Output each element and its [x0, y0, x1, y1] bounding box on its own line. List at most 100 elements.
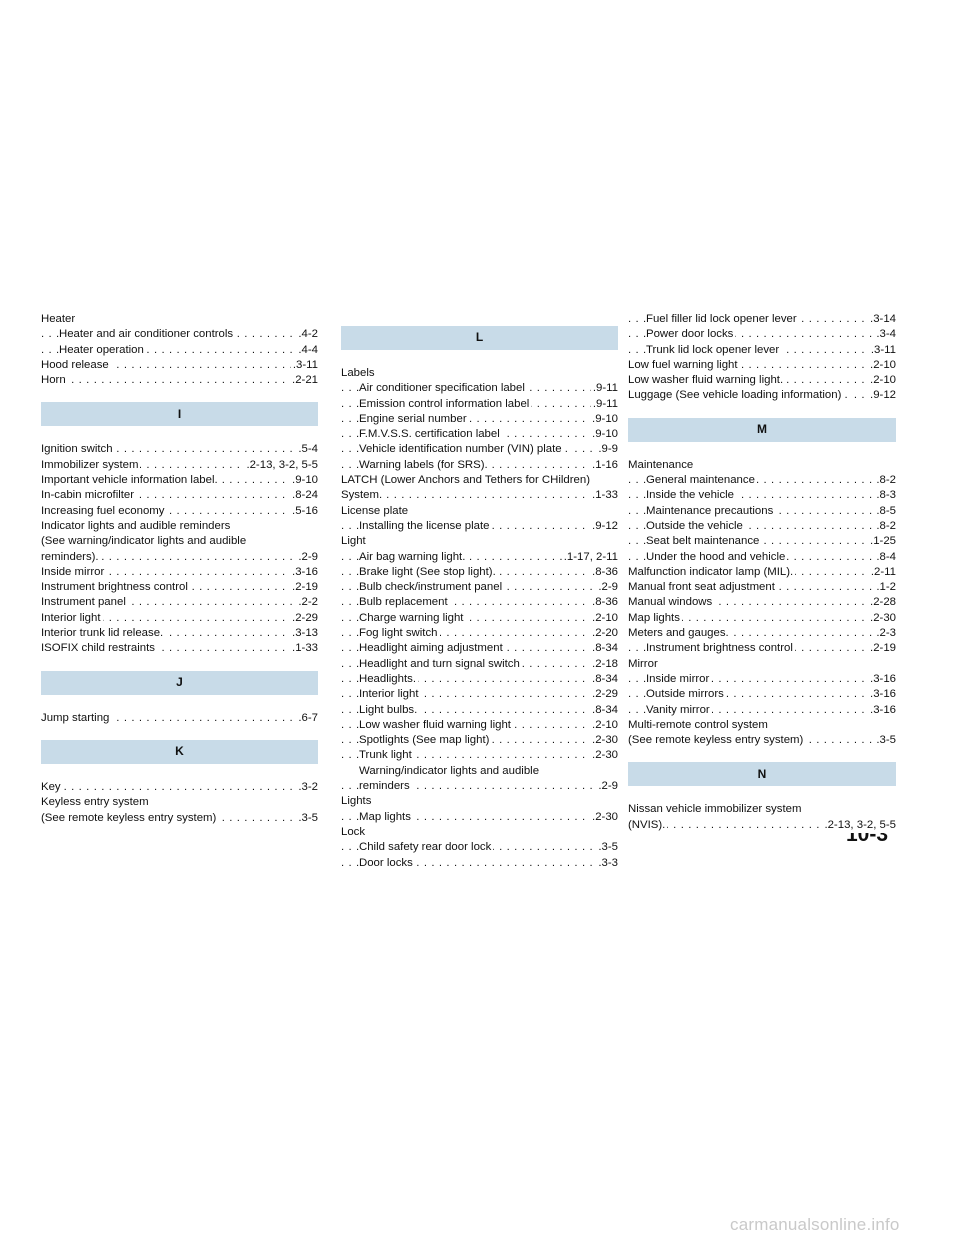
entry-label: Vehicle identification number (VIN) plat… — [359, 443, 570, 456]
index-entry: Maintenance precautions .8-5 — [628, 503, 896, 519]
entry-label: Interior trunk lid release. — [41, 627, 166, 640]
index-heading: Lock — [341, 825, 366, 838]
entry-page-ref: .8-34 — [590, 671, 618, 688]
entry-page-ref: .4-2 — [296, 327, 318, 343]
entry-page-ref: .2-9 — [596, 580, 618, 596]
index-entry: reminders)..2-9 — [41, 549, 318, 565]
entry-page-ref: .8-2 — [874, 473, 896, 489]
entry-page-ref: .8-36 — [590, 595, 618, 611]
entry-label: Bulb check/instrument panel — [359, 581, 505, 594]
entry-label: Horn — [41, 374, 68, 387]
entry-label: ISOFIX child restraints — [41, 642, 157, 655]
index-entry: Jump starting .6-7 — [41, 710, 318, 726]
entry-page-ref: .2-9 — [596, 779, 618, 795]
entry-label: Manual windows — [628, 596, 715, 609]
entry-page-ref: .1-16 — [590, 457, 618, 474]
index-entry: Interior light.2-29 — [41, 610, 318, 627]
index-entry: Manual windows .2-28 — [628, 595, 896, 611]
entry-page-ref: .1-2 — [874, 580, 896, 596]
entry-page-ref: .9-9 — [596, 442, 618, 458]
entry-label: Map lights — [628, 611, 682, 624]
entry-page-ref: .1-17, 2-11 — [561, 549, 618, 565]
index-entry: Emission control information label.9-11 — [341, 396, 618, 412]
entry-page-ref: .2-19 — [868, 641, 896, 657]
index-heading: Keyless entry system — [41, 796, 149, 809]
entry-label: Map lights — [359, 810, 413, 823]
entry-label: Warning labels (for SRS). — [359, 458, 490, 471]
entry-label: Maintenance precautions — [646, 504, 776, 517]
index-entry: Light bulbs..8-34 — [341, 702, 618, 718]
entry-label: Trunk light — [359, 749, 414, 762]
entry-label: Fog light switch — [359, 627, 440, 640]
entry-label: Luggage (See vehicle loading information… — [628, 389, 850, 402]
index-entry: Interior trunk lid release. .3-13 — [41, 626, 318, 642]
entry-label: Under the hood and vehicle — [646, 550, 788, 563]
index-entry: Warning labels (for SRS). .1-16 — [341, 457, 618, 474]
index-entry: Instrument brightness control.2-19 — [41, 580, 318, 596]
index-entry: Horn .2-21 — [41, 373, 318, 389]
entry-label: reminders — [359, 780, 412, 793]
index-entry: Heater operation.4-4 — [41, 342, 318, 358]
entry-page-ref: .3-11 — [868, 342, 896, 358]
entry-page-ref: .2-13, 3-2, 5-5 — [244, 457, 318, 474]
index-entry: F.M.V.S.S. certification label.9-10 — [341, 427, 618, 443]
index-entry: Trunk light.2-30 — [341, 748, 618, 764]
entry-page-ref: .3-16 — [290, 564, 318, 581]
index-entry: Malfunction indicator lamp (MIL)..2-11 — [628, 564, 896, 581]
entry-page-ref: .2-28 — [868, 595, 896, 611]
entry-label: Heater and air conditioner controls — [59, 328, 236, 341]
entry-label: Outside the vehicle — [646, 519, 745, 532]
entry-page-ref: .2-2 — [296, 595, 318, 611]
section-header-j: J — [41, 670, 318, 695]
entry-page-ref: .8-34 — [590, 702, 618, 718]
entry-label: Low washer fluid warning light. — [628, 374, 786, 387]
entry-page-ref: .6-7 — [296, 710, 318, 726]
index-entry: Air bag warning light..1-17, 2-11 — [341, 549, 618, 565]
entry-label: Emission control information label — [359, 397, 532, 410]
entry-page-ref: .9-10 — [590, 427, 618, 443]
entry-label: (NVIS). — [628, 818, 668, 831]
index-entry: Inside the vehicle.8-3 — [628, 488, 896, 504]
section-header-n: N — [628, 762, 896, 787]
entry-label: (See remote keyless entry system) — [628, 734, 806, 747]
entry-page-ref: .8-36 — [590, 564, 618, 581]
entry-page-ref: .2-20 — [590, 626, 618, 642]
entry-page-ref: .2-10 — [868, 357, 896, 374]
entry-label: Jump starting — [41, 711, 112, 724]
entry-page-ref: .9-12 — [868, 388, 896, 404]
entry-page-ref: .2-30 — [590, 809, 618, 825]
index-heading: (See warning/indicator lights and audibl… — [41, 535, 247, 548]
index-heading: Multi-remote control system — [628, 718, 768, 731]
index-entry: Luggage (See vehicle loading information… — [628, 388, 896, 404]
index-entry: Manual front seat adjustment.1-2 — [628, 580, 896, 596]
entry-page-ref: .3-3 — [596, 855, 618, 871]
entry-page-ref: .3-16 — [868, 702, 896, 718]
index-entry: Headlight and turn signal switch.2-18 — [341, 656, 618, 672]
entry-label: Door locks — [359, 856, 415, 869]
entry-page-ref: .2-3 — [874, 626, 896, 642]
entry-page-ref: .8-5 — [874, 503, 896, 519]
entry-label: Headlight aiming adjustment — [359, 642, 505, 655]
index-entry: Map lights .2-30 — [628, 610, 896, 627]
index-entry: Charge warning light.2-10 — [341, 610, 618, 627]
entry-label: Malfunction indicator lamp (MIL). — [628, 565, 796, 578]
entry-label: Instrument brightness control — [646, 642, 795, 655]
index-heading: Warning/indicator lights and audible — [359, 764, 540, 777]
index-entry: ISOFIX child restraints.1-33 — [41, 641, 318, 657]
index-entry: Vehicle identification number (VIN) plat… — [341, 442, 618, 458]
entry-page-ref: .2-21 — [290, 373, 318, 389]
entry-label: Important vehicle information label. — [41, 474, 220, 487]
entry-page-ref: .3-13 — [290, 626, 318, 642]
index-heading: Heater — [41, 313, 76, 325]
entry-label: Headlight and turn signal switch — [359, 657, 522, 670]
index-entry: Inside mirror.3-16 — [628, 671, 896, 688]
entry-label: Spotlights (See map light) — [359, 734, 492, 747]
entry-page-ref: .2-30 — [868, 610, 896, 627]
entry-label: Low washer fluid warning light — [359, 718, 513, 731]
entry-page-ref: .2-19 — [290, 580, 318, 596]
index-entry: Air conditioner specification label.9-11 — [341, 381, 618, 397]
index-entry: Increasing fuel economy.5-16 — [41, 503, 318, 519]
index-entry: Low washer fluid warning light.2-10 — [341, 717, 618, 734]
index-heading: License plate — [341, 504, 409, 517]
